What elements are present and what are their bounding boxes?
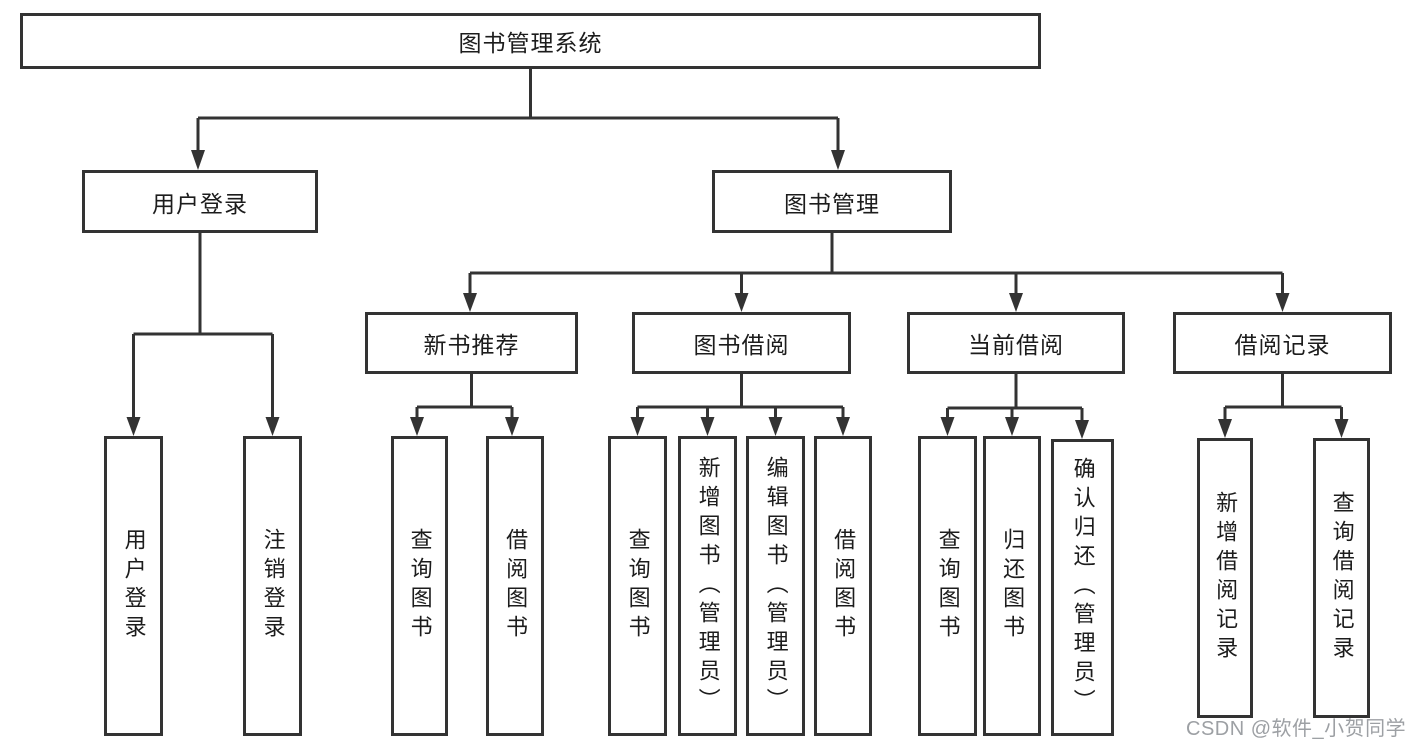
csdn-watermark: CSDN @软件_小贺同学 <box>1186 718 1405 740</box>
leaf-label: 查询图书 <box>935 528 961 644</box>
node-root-label: 图书管理系统 <box>458 30 603 56</box>
leaf-add-books-admin: 新增图书（管理员） <box>678 436 737 736</box>
arrowhead <box>1009 293 1023 312</box>
leaf-borrow-books-1: 借阅图书 <box>486 436 544 736</box>
node-book-mgmt: 图书管理 <box>712 170 952 233</box>
leaf-logout: 注销登录 <box>243 436 302 736</box>
leaf-query-books-1: 查询图书 <box>391 436 448 736</box>
connector-arrowheads <box>126 150 1349 439</box>
node-current-borrow: 当前借阅 <box>907 312 1125 374</box>
leaf-query-borrow-record: 查询借阅记录 <box>1313 438 1370 718</box>
leaf-return-books: 归还图书 <box>983 436 1041 736</box>
leaf-label: 借阅图书 <box>503 528 529 644</box>
arrowhead <box>191 150 205 170</box>
arrowhead <box>768 417 783 436</box>
arrowhead <box>463 293 477 312</box>
leaf-add-borrow-record: 新增借阅记录 <box>1197 438 1253 718</box>
connector-user-login-children <box>132 233 274 422</box>
leaf-query-books-3: 查询图书 <box>918 436 977 736</box>
node-new-book-rec: 新书推荐 <box>365 312 578 374</box>
node-user-login-label: 用户登录 <box>152 190 248 217</box>
connector-new-book-rec-children <box>415 374 514 422</box>
arrowhead <box>126 417 141 436</box>
leaf-user-login: 用户登录 <box>104 436 163 736</box>
node-borrow-record: 借阅记录 <box>1173 312 1392 374</box>
arrowhead <box>630 417 645 436</box>
node-user-login: 用户登录 <box>82 170 318 233</box>
node-root: 图书管理系统 <box>20 13 1041 69</box>
leaf-label: 确认归还（管理员） <box>1070 457 1096 718</box>
connector-strokes <box>132 69 1343 424</box>
connector-root-to-level2 <box>196 69 840 156</box>
leaf-label: 归还图书 <box>1000 528 1026 644</box>
leaf-confirm-return-admin: 确认归还（管理员） <box>1051 439 1114 736</box>
node-borrow-record-label: 借阅记录 <box>1234 332 1331 358</box>
leaf-label: 查询借阅记录 <box>1329 491 1355 665</box>
arrowhead <box>940 417 955 436</box>
arrowhead <box>1218 419 1232 438</box>
leaf-label: 查询图书 <box>625 528 651 644</box>
node-book-borrow-label: 图书借阅 <box>693 332 790 358</box>
node-book-borrow: 图书借阅 <box>632 312 851 374</box>
arrowhead <box>734 293 749 312</box>
leaf-borrow-books-2: 借阅图书 <box>814 436 872 736</box>
arrowhead <box>265 417 280 436</box>
connector-book-borrow-children <box>636 374 845 422</box>
leaf-label: 注销登录 <box>260 528 286 644</box>
leaf-label: 用户登录 <box>121 528 147 644</box>
leaf-label: 查询图书 <box>407 528 433 644</box>
arrowhead <box>1275 293 1290 312</box>
leaf-label: 新增图书（管理员） <box>695 455 721 717</box>
leaf-label: 借阅图书 <box>831 528 857 644</box>
connector-book-mgmt-children <box>468 233 1284 298</box>
connector-current-borrow-children <box>946 374 1084 424</box>
arrowhead <box>700 417 715 436</box>
arrowhead <box>1075 420 1089 439</box>
node-current-borrow-label: 当前借阅 <box>968 332 1064 358</box>
node-new-book-rec-label: 新书推荐 <box>423 332 520 358</box>
arrowhead <box>1005 417 1019 436</box>
leaf-query-books-2: 查询图书 <box>608 436 667 736</box>
leaf-label: 新增借阅记录 <box>1213 491 1239 665</box>
arrowhead <box>831 150 845 170</box>
arrowhead <box>410 417 424 436</box>
arrowhead <box>505 417 519 436</box>
leaf-edit-books-admin: 编辑图书（管理员） <box>746 436 805 736</box>
connector-borrow-record-children <box>1223 374 1343 424</box>
arrowhead <box>836 417 850 436</box>
arrowhead <box>1334 419 1349 438</box>
leaf-label: 编辑图书（管理员） <box>763 455 789 717</box>
node-book-mgmt-label: 图书管理 <box>784 190 880 217</box>
